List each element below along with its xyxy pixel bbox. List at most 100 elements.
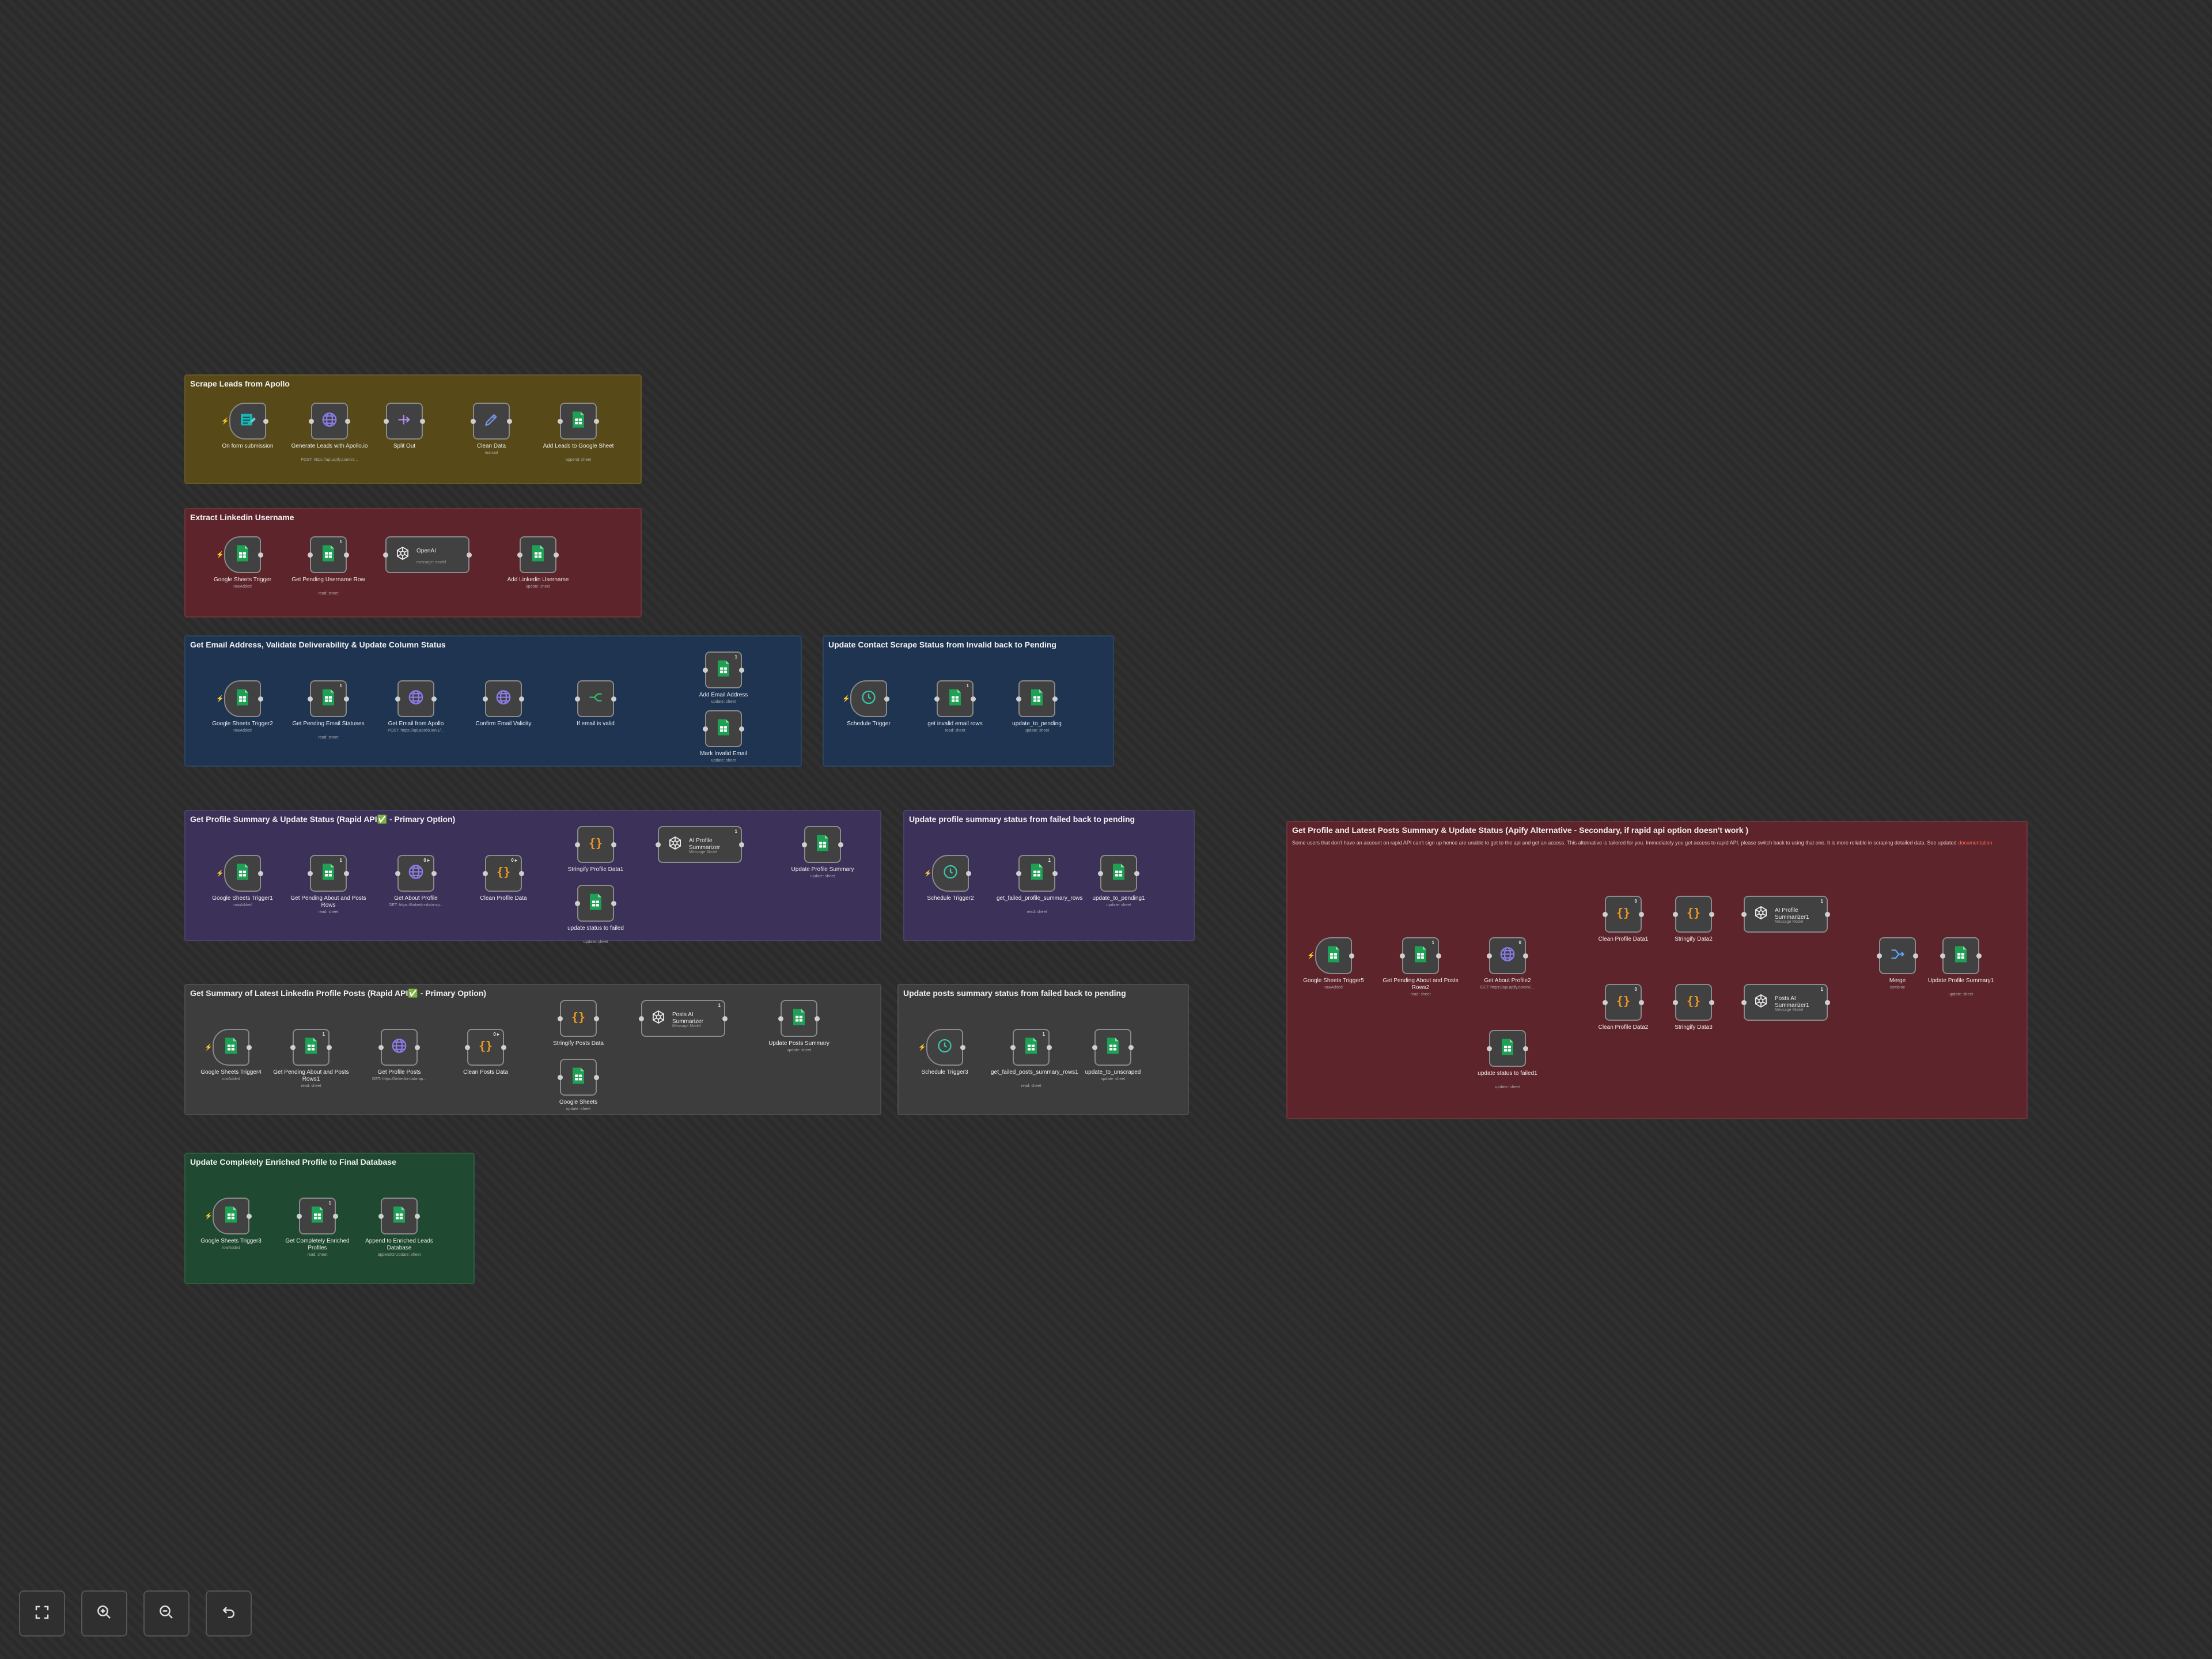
output-port[interactable] (344, 696, 349, 702)
node-add-email-address[interactable]: 1 (703, 652, 744, 688)
output-port[interactable] (247, 1044, 252, 1050)
output-port[interactable] (519, 870, 524, 876)
input-port[interactable] (309, 418, 314, 424)
input-port[interactable] (465, 1044, 470, 1050)
node-google-sheets-trigger[interactable]: ⚡ (216, 536, 263, 573)
output-port[interactable] (1976, 953, 1982, 959)
input-port[interactable] (471, 418, 476, 424)
node-update-status-to-failed1[interactable] (1487, 1030, 1528, 1067)
zoom-out-button[interactable] (143, 1590, 190, 1637)
input-port[interactable] (308, 696, 313, 702)
sticky-note-get-profile-summary-update-status-rapid-api-prim[interactable]: Get Profile Summary & Update Status (Rap… (184, 810, 881, 941)
output-port[interactable] (333, 1213, 338, 1219)
output-port[interactable] (554, 552, 559, 558)
node-schedule-trigger[interactable]: ⚡ (842, 680, 889, 717)
node-google-sheets-trigger3[interactable]: ⚡ (204, 1198, 252, 1234)
node-google-sheets-trigger2[interactable]: ⚡ (216, 680, 263, 717)
output-port[interactable] (594, 1074, 599, 1080)
output-port[interactable] (327, 1044, 332, 1050)
input-port[interactable] (1098, 870, 1103, 876)
output-port[interactable] (431, 696, 437, 702)
input-port[interactable] (778, 1016, 783, 1021)
input-port[interactable] (517, 552, 522, 558)
output-port[interactable] (1825, 999, 1830, 1005)
input-port[interactable] (558, 1074, 563, 1080)
input-port[interactable] (290, 1044, 296, 1050)
output-port[interactable] (507, 418, 512, 424)
output-port[interactable] (838, 842, 843, 847)
output-port[interactable] (1134, 870, 1139, 876)
node-generate-leads-with-apollo-io[interactable] (309, 403, 350, 440)
input-port[interactable] (934, 696, 940, 702)
output-port[interactable] (815, 1016, 820, 1021)
input-port[interactable] (378, 1213, 384, 1219)
node-clean-profile-data[interactable]: {}0 ▸ (483, 855, 524, 892)
output-port[interactable] (739, 667, 744, 673)
node-get-pending-username-row[interactable]: 1 (308, 536, 349, 573)
output-port[interactable] (739, 726, 744, 732)
node-get-about-profile[interactable]: 0 ▸ (395, 855, 437, 892)
input-port[interactable] (384, 418, 389, 424)
output-port[interactable] (467, 552, 472, 558)
node-append-to-enriched-leads-database[interactable] (378, 1198, 420, 1234)
output-port[interactable] (344, 552, 349, 558)
node-schedule-trigger3[interactable]: ⚡ (918, 1029, 965, 1066)
output-port[interactable] (1639, 999, 1644, 1005)
node-get-failed-posts-summary-rows1[interactable]: 1 (1010, 1029, 1052, 1066)
input-port[interactable] (558, 1016, 563, 1021)
input-port[interactable] (703, 726, 708, 732)
node-merge[interactable] (1877, 937, 1918, 974)
output-port[interactable] (519, 696, 524, 702)
output-port[interactable] (263, 418, 268, 424)
output-port[interactable] (1523, 1046, 1528, 1051)
output-port[interactable] (258, 696, 263, 702)
input-port[interactable] (308, 870, 313, 876)
input-port[interactable] (1010, 1044, 1016, 1050)
node-google-sheets-trigger1[interactable]: ⚡ (216, 855, 263, 892)
node-update-to-unscraped[interactable] (1092, 1029, 1134, 1066)
input-port[interactable] (395, 870, 400, 876)
input-port[interactable] (1016, 696, 1021, 702)
input-port[interactable] (575, 842, 580, 847)
node-get-email-from-apollo[interactable] (395, 680, 437, 717)
node-stringify-data3[interactable]: {} (1673, 984, 1714, 1021)
output-port[interactable] (1047, 1044, 1052, 1050)
input-port[interactable] (483, 870, 488, 876)
output-port[interactable] (611, 900, 616, 906)
node-get-pending-about-and-posts-rows1[interactable]: 1 (290, 1029, 332, 1066)
input-port[interactable] (1940, 953, 1945, 959)
output-port[interactable] (1709, 999, 1714, 1005)
output-port[interactable] (611, 696, 616, 702)
node-add-leads-to-google-sheet[interactable] (558, 403, 599, 440)
output-port[interactable] (594, 418, 599, 424)
reset-zoom-button[interactable] (206, 1590, 252, 1637)
node-get-pending-about-and-posts-rows[interactable]: 1 (308, 855, 349, 892)
node-google-sheets-trigger5[interactable]: ⚡ (1307, 937, 1354, 974)
node-mark-invalid-email[interactable] (703, 710, 744, 747)
output-port[interactable] (1349, 953, 1354, 959)
node-update-to-pending[interactable] (1016, 680, 1058, 717)
node-split-out[interactable] (384, 403, 425, 440)
node-confirm-email-validity[interactable] (483, 680, 524, 717)
input-port[interactable] (1741, 911, 1747, 917)
output-port[interactable] (415, 1044, 420, 1050)
input-port[interactable] (1673, 999, 1678, 1005)
output-port[interactable] (1825, 911, 1830, 917)
input-port[interactable] (1016, 870, 1021, 876)
output-port[interactable] (971, 696, 976, 702)
output-port[interactable] (1052, 870, 1058, 876)
node-clean-data[interactable] (471, 403, 512, 440)
node-stringify-data2[interactable]: {} (1673, 896, 1714, 933)
output-port[interactable] (1052, 696, 1058, 702)
node-get-pending-about-and-posts-rows2[interactable]: 1 (1400, 937, 1441, 974)
input-port[interactable] (575, 696, 580, 702)
input-port[interactable] (558, 418, 563, 424)
output-port[interactable] (960, 1044, 965, 1050)
input-port[interactable] (575, 900, 580, 906)
output-port[interactable] (1523, 953, 1528, 959)
zoom-in-button[interactable] (81, 1590, 127, 1637)
documentation-link[interactable]: documentation (1958, 840, 1993, 846)
node-stringify-posts-data[interactable]: {} (558, 1000, 599, 1037)
